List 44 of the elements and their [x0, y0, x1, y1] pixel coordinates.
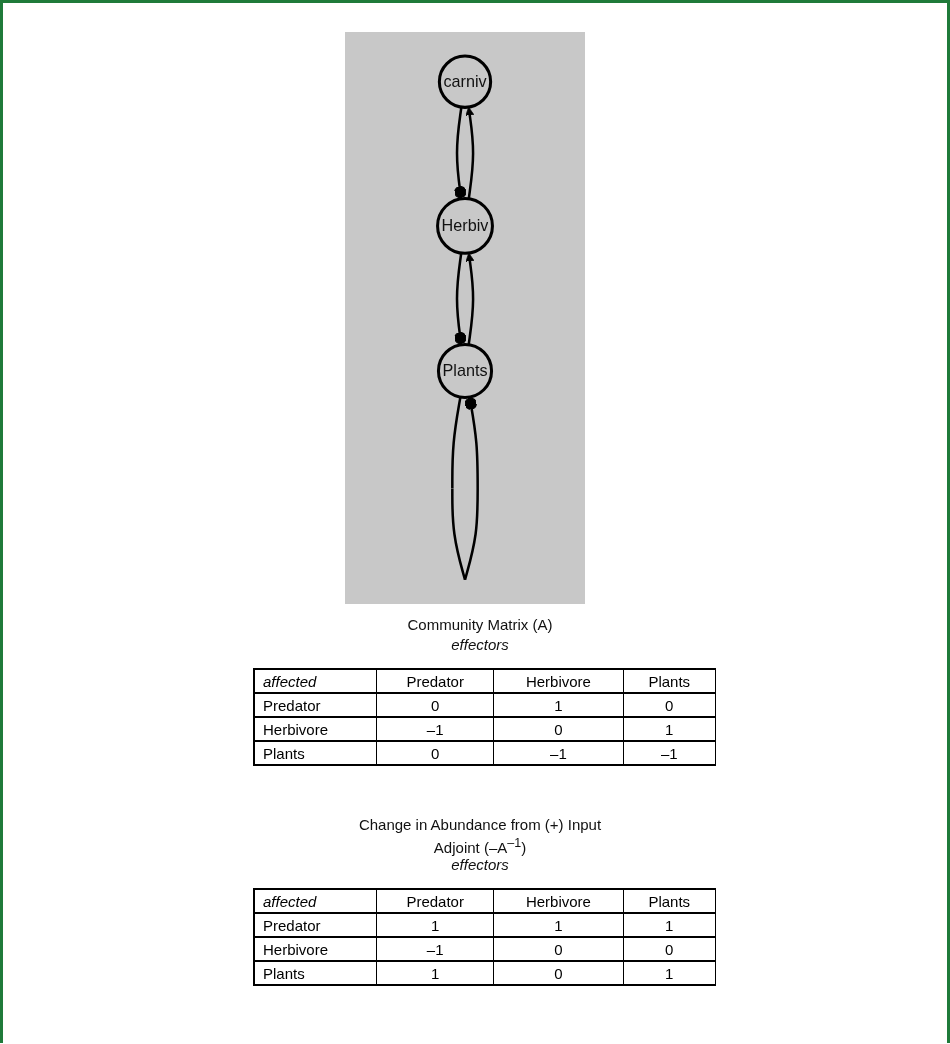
matrix-value: 1	[431, 916, 440, 934]
table-title: Change in Abundance from (+) Input	[357, 816, 603, 833]
row-axis-label: affected	[263, 892, 317, 910]
matrix-value: –1	[426, 940, 444, 958]
row-header: Predator	[263, 696, 321, 714]
column-header: Predator	[406, 892, 464, 910]
matrix-value: 1	[665, 916, 674, 934]
row-header: Plants	[263, 964, 305, 982]
matrix-value: 0	[665, 940, 674, 958]
matrix-value: 1	[554, 916, 563, 934]
matrix-value: –1	[426, 720, 444, 738]
table-title: Community Matrix (A)	[406, 616, 554, 633]
row-axis-label: affected	[263, 672, 317, 690]
connector	[454, 106, 467, 199]
matrix-value: 0	[431, 696, 440, 714]
matrix-value: –1	[550, 744, 567, 762]
matrix-value: 1	[665, 964, 674, 982]
matrix-value: –1	[660, 744, 678, 762]
matrix-value: 1	[665, 720, 674, 738]
matrix-value: 1	[554, 696, 563, 714]
node-circle: Herbiv	[436, 196, 494, 255]
column-header: Plants	[648, 892, 691, 910]
connector	[454, 252, 467, 345]
matrix-value: 0	[554, 964, 563, 982]
column-header: Herbivore	[525, 892, 591, 910]
row-header: Herbivore	[263, 720, 329, 738]
arrow	[465, 106, 475, 199]
node-circle: carniv	[437, 54, 493, 109]
node-circle: Plants	[436, 342, 494, 400]
table-title: Adjoint (–A$^{–1}$)	[432, 836, 528, 856]
row-header: Herbivore	[263, 940, 329, 958]
axis-caption: effectors	[450, 636, 510, 653]
arrow	[465, 252, 475, 345]
column-header: Predator	[406, 672, 464, 690]
axis-caption: effectors	[450, 856, 510, 873]
row-header: Plants	[263, 744, 305, 762]
column-header: Plants	[648, 672, 691, 690]
row-header: Predator	[263, 916, 321, 934]
matrix-value: 1	[431, 964, 440, 982]
matrix-value: 0	[554, 720, 563, 738]
column-header: Herbivore	[525, 672, 591, 690]
matrix-value: 0	[665, 696, 674, 714]
matrix-value: 0	[431, 744, 440, 762]
matrix-value: 0	[554, 940, 563, 958]
